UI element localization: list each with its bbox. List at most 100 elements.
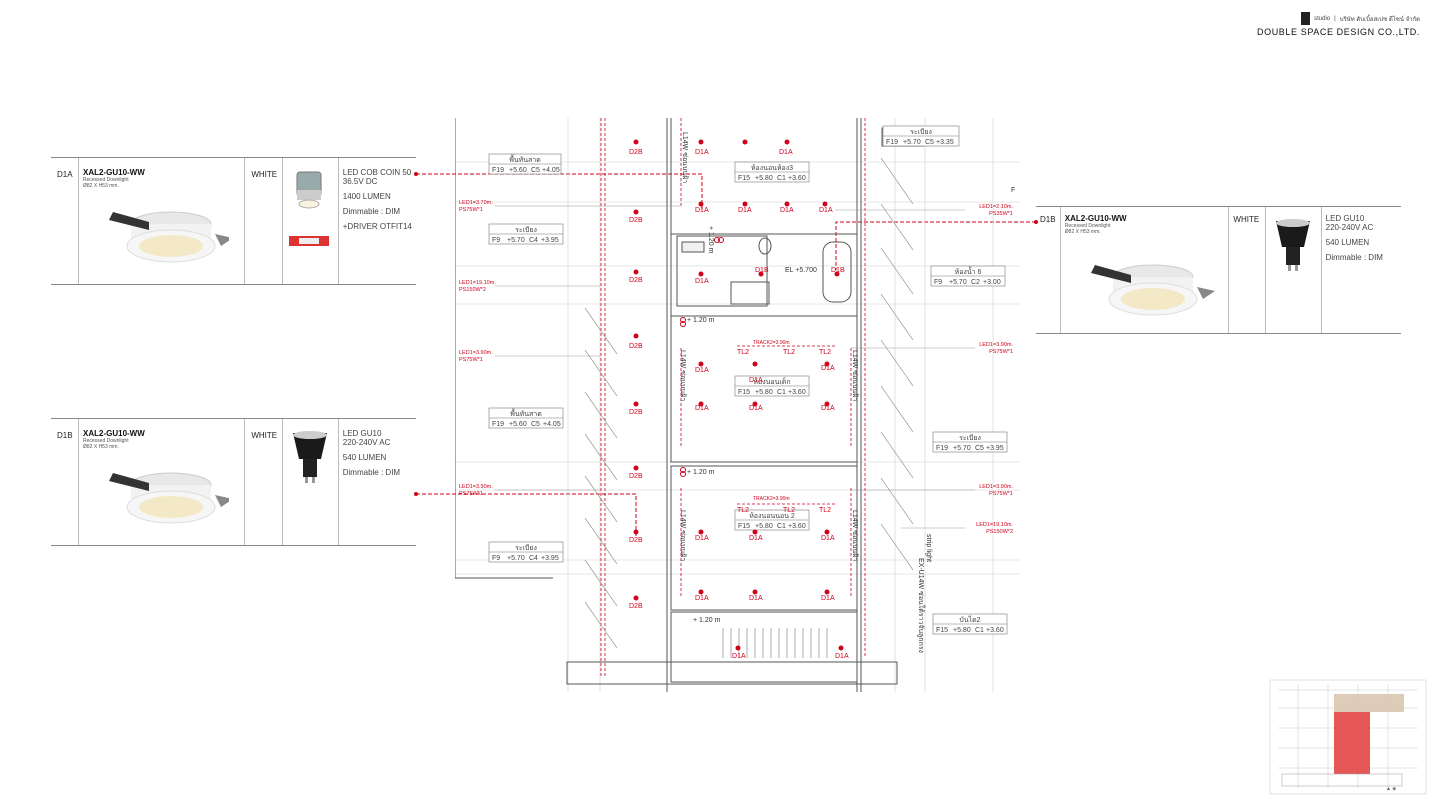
room-tag: F19 (886, 139, 898, 146)
fixture-label-d2b: D2B (629, 603, 643, 610)
fixture-label-d2b: D2B (629, 343, 643, 350)
room-tag: +5.80 (755, 175, 773, 182)
fixture-label-d1a: D1A (738, 207, 752, 214)
fixture-label-tl2: TL2 (819, 349, 831, 356)
spec-line: Dimmable : DIM (1325, 253, 1383, 262)
spec-line: Dimmable : DIM (342, 207, 401, 216)
key-plan-minimap: ▲ ◈ (1269, 679, 1427, 795)
card-model: XAL2-GU10-WW (83, 429, 145, 438)
fixture-label-tl2: TL2 (737, 349, 749, 356)
company-name: DOUBLE SPACE DESIGN CO.,LTD. (1257, 27, 1420, 37)
fixture-label-d1a: D1A (732, 653, 746, 660)
room-tag: C1 (777, 175, 786, 182)
dimension-label: + 1.20 m (687, 469, 715, 476)
room-tag: C1 (975, 627, 984, 634)
card-size: Ø82 X H53 mm. (83, 444, 119, 450)
room-tag-hall-top: พื้นทันสาด F19 +5.60 C5 +4.05 (488, 153, 562, 175)
room-name: ห้องนอนห้อง3 (751, 164, 793, 172)
room-tag: +5.70 (949, 279, 967, 286)
led-run-label: LED1=3.90m. (979, 484, 1013, 490)
fixture-label-d1a: D1A (749, 595, 763, 602)
led-run-label: PS75W*1 (459, 207, 483, 213)
card-color: WHITE (251, 170, 278, 179)
room-name: ระเบียง (910, 128, 932, 136)
fixture-label-d1a: D1A (821, 535, 835, 542)
fixture-label-d1a: D1A (819, 207, 833, 214)
room-tag: C1 (777, 523, 786, 530)
room-tag: F15 (936, 627, 948, 634)
room-name: ห้องนอนเด็ก (753, 377, 790, 386)
fixture-label-d2b: D2B (629, 409, 643, 416)
room-tag-balcony-top: ระเบียง F19 +5.70 C5 +3.35 (882, 125, 960, 147)
dimension-label-vertical: + 1.20 m (707, 226, 714, 254)
gu10-bulb-icon (1276, 219, 1311, 271)
fixture-label-d1a: D1A (821, 405, 835, 412)
led-run-label: LED1=19.10m. (459, 280, 496, 286)
card-model: XAL2-GU10-WW (83, 168, 145, 177)
l14w-label: L14W ซ่อนบนฝ้า (851, 350, 859, 401)
room-tag-stair2: บันได2 F15 +5.80 C1 +3.60 (932, 613, 1008, 635)
dimension-label: + 1.20 m (693, 617, 721, 624)
room-tag: +3.35 (936, 139, 954, 146)
spec-card-d1b-right: D1B XAL2-GU10-WW Recessed Downlight Ø82 … (1036, 206, 1401, 334)
fixture-label-d1a: D1A (695, 367, 709, 374)
card-color: WHITE (251, 431, 278, 440)
spec-line: Dimmable : DIM (342, 468, 401, 477)
card-type: Recessed Downlight (83, 438, 129, 444)
room-tag: F9 (934, 279, 942, 286)
card-code: D1A (57, 170, 73, 179)
fixture-label-d2b: D2B (629, 473, 643, 480)
room-name: พื้นทันสาด (510, 407, 542, 418)
room-tag: C1 (777, 389, 786, 396)
fixture-label-tl2: TL2 (737, 507, 749, 514)
room-tag-hall-mid: พื้นทันสาด F19 +5.60 C5 +4.05 (488, 407, 564, 429)
fixture-label-d1a: D1A (695, 278, 709, 285)
room-tag: +3.95 (986, 445, 1004, 452)
room-tag: +5.80 (953, 627, 971, 634)
room-name: บันได2 (959, 615, 980, 624)
led-run-label: LED1=19.10m. (976, 522, 1013, 528)
fixture-label-d2b: D2B (629, 217, 643, 224)
room-tag: F15 (738, 523, 750, 530)
logo-text: studio (1314, 15, 1331, 22)
room-tag: +3.95 (541, 237, 559, 244)
downlight-product-icon (1090, 264, 1215, 316)
room-name: ห้องนอนนอน 2 (749, 512, 795, 520)
card-size: Ø82 X H53 mm. (83, 183, 119, 189)
dimension-label: + 1.20 m (687, 317, 715, 324)
card-type: Recessed Downlight (83, 177, 129, 183)
led-run-label: PS150W*2 (986, 529, 1013, 535)
room-tag: F19 (492, 167, 504, 174)
strip-light-label: strip light (925, 534, 932, 562)
spec-line: 1400 LUMEN (342, 192, 391, 201)
fixture-label-tl2: TL2 (783, 507, 795, 514)
fixture-label-d1b: D1B (831, 267, 845, 274)
l14w-label: L14W ซ่อนบนฝ้า (679, 350, 687, 401)
spec-card-d1a: D1A XAL2-GU10-WW Recessed Downlight Ø82 … (51, 157, 416, 285)
spec-line: LED COB COIN 50 (342, 168, 412, 177)
room-tag: +3.60 (788, 523, 806, 530)
spec-line: LED GU10 (1325, 214, 1365, 223)
room-tag: F9 (492, 555, 500, 562)
led-run-label: LED1=3.90m. (459, 350, 493, 356)
room-tag-balcony-left-2: ระเบียง F9 +5.70 C4 +3.95 (488, 541, 564, 563)
company-logo-icon (1301, 12, 1311, 25)
spec-line: 36.5V DC (342, 177, 378, 186)
room-tag: F15 (738, 175, 750, 182)
room-tag: C5 (975, 445, 984, 452)
fixture-label-d1a: D1A (749, 405, 763, 412)
room-tag: F19 (936, 445, 948, 452)
room-tag: C5 (531, 167, 540, 174)
room-tag: F19 (492, 421, 504, 428)
elevation-label: EL +5.700 (785, 267, 817, 274)
room-tag: +3.95 (541, 555, 559, 562)
led-run-label: LED1=3.90m. (979, 342, 1013, 348)
room-tag: C5 (531, 421, 540, 428)
fixture-label-d2b: D2B (629, 277, 643, 284)
stub-label: F (1011, 187, 1015, 194)
room-tag: +3.60 (986, 627, 1004, 634)
fixture-label-d1a: D1A (695, 149, 709, 156)
fixture-label-d1a: D1A (749, 377, 763, 384)
room-tag: +3.00 (983, 279, 1001, 286)
